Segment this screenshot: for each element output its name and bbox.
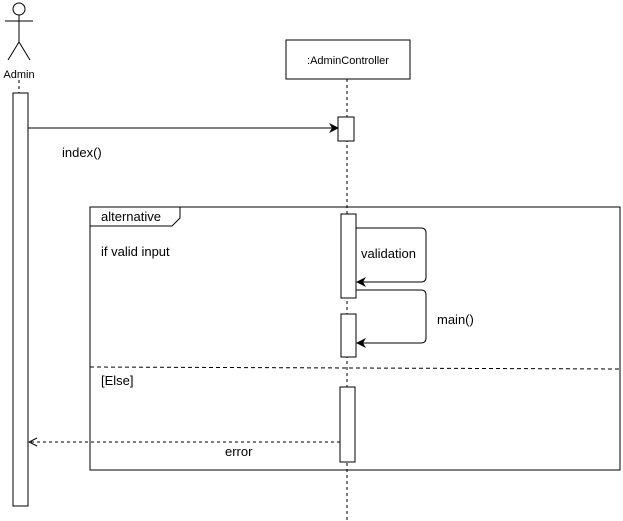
participant-box <box>285 39 411 80</box>
participant-name: :AdminController <box>307 55 389 67</box>
alt-fragment <box>89 206 621 471</box>
admin-actor-icon <box>5 2 33 61</box>
alt-fragment-operator: alternative <box>101 209 161 224</box>
main-message-label: main() <box>437 312 474 327</box>
validation-message-label: validation <box>361 246 416 261</box>
error-message-label: error <box>225 444 253 459</box>
actor-name: Admin <box>3 69 34 81</box>
guard-else: [Else] <box>101 373 134 388</box>
index-message-label: index() <box>62 145 102 160</box>
controller-activation-4 <box>339 386 356 463</box>
controller-activation-1 <box>337 116 355 142</box>
admin-activation-bar <box>12 92 29 507</box>
validation-self-message-arrow <box>356 227 427 287</box>
main-self-message-arrow <box>356 289 427 348</box>
alt-fragment-operator-tab <box>89 206 181 227</box>
controller-activation-2 <box>340 213 357 299</box>
else-divider <box>89 366 621 370</box>
guard-if-valid-input: if valid input <box>101 244 170 259</box>
controller-activation-3 <box>340 313 357 358</box>
